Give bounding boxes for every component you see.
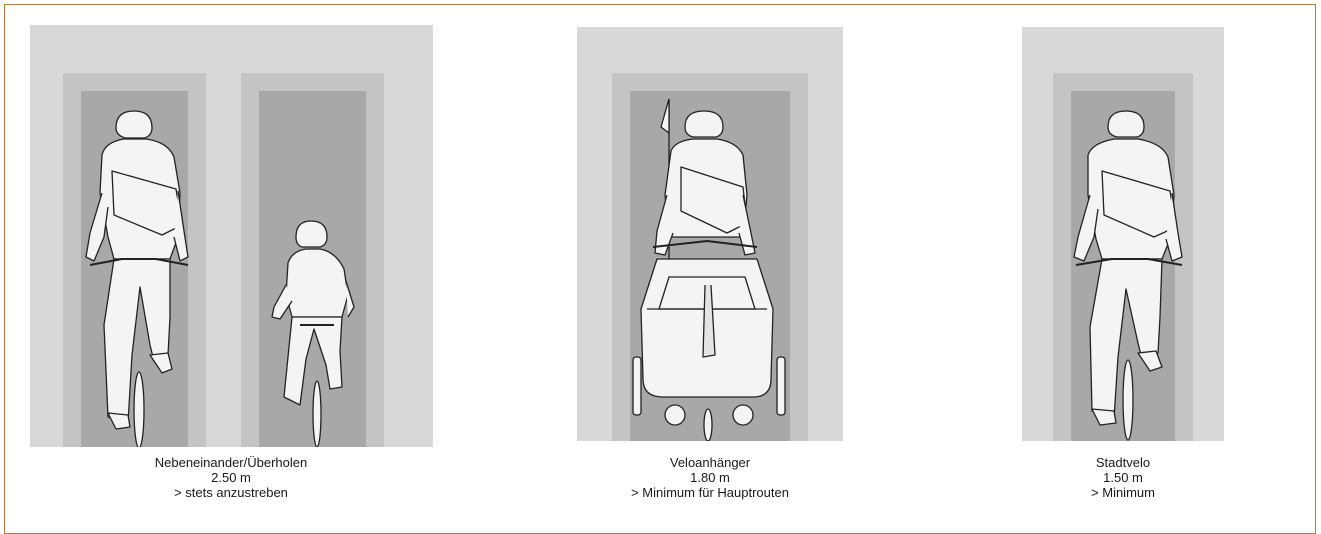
caption-note: > Minimum für Hauptrouten [550, 485, 870, 500]
city-bike-illustration [1022, 27, 1224, 441]
caption-trailer: Veloanhänger 1.80 m > Minimum für Hauptr… [550, 455, 870, 500]
caption-title: Nebeneinander/Überholen [71, 455, 391, 470]
caption-width: 1.80 m [550, 470, 870, 485]
figure-frame: Nebeneinander/Überholen 2.50 m > stets a… [4, 4, 1316, 534]
caption-width: 2.50 m [71, 470, 391, 485]
caption-note: > stets anzustreben [71, 485, 391, 500]
trailer-illustration [577, 27, 843, 441]
caption-width: 1.50 m [963, 470, 1283, 485]
panel-trailer [577, 27, 843, 441]
caption-city-bike: Stadtvelo 1.50 m > Minimum [963, 455, 1283, 500]
panel-side-by-side [30, 25, 433, 447]
panel-city-bike [1022, 27, 1224, 441]
caption-side-by-side: Nebeneinander/Überholen 2.50 m > stets a… [71, 455, 391, 500]
caption-title: Veloanhänger [550, 455, 870, 470]
caption-title: Stadtvelo [963, 455, 1283, 470]
side-by-side-illustration [30, 25, 433, 447]
caption-note: > Minimum [963, 485, 1283, 500]
